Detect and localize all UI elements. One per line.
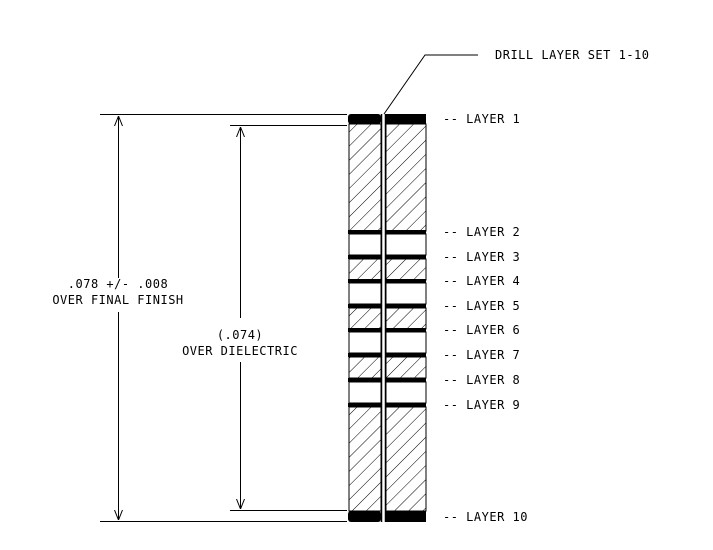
copper-layer-10 xyxy=(348,511,426,522)
overall-thickness-value: .078 +/- .008 xyxy=(68,277,168,291)
layer-label-3: -- LAYER 3 xyxy=(443,250,520,264)
hatched-core-top xyxy=(348,123,427,232)
copper-layer-1 xyxy=(348,114,426,124)
blank-2-3 xyxy=(348,233,427,256)
copper-layer-7 xyxy=(348,353,426,357)
drill-hole xyxy=(380,114,387,522)
layer-label-1: -- LAYER 1 xyxy=(443,112,520,126)
layer-label-10: -- LAYER 10 xyxy=(443,510,528,524)
dielectric-thickness-value: (.074) xyxy=(217,328,263,342)
drill-label: DRILL LAYER SET 1-10 xyxy=(495,48,650,62)
hatched-5-6 xyxy=(348,307,427,330)
blank-8-9 xyxy=(348,381,427,404)
hatched-core-bottom xyxy=(348,406,427,512)
copper-layer-8 xyxy=(348,378,426,382)
dielectric-regions xyxy=(348,123,427,512)
hatched-3-4 xyxy=(348,258,427,281)
layer-label-6: -- LAYER 6 xyxy=(443,323,520,337)
copper-layer-5 xyxy=(348,304,426,308)
hatched-7-8 xyxy=(348,356,427,379)
layer-label-9: -- LAYER 9 xyxy=(443,398,520,412)
overall-thickness-note: OVER FINAL FINISH xyxy=(52,293,183,307)
copper-layer-6 xyxy=(348,328,426,332)
copper-layer-3 xyxy=(348,255,426,259)
copper-layers xyxy=(348,114,426,522)
layer-label-4: -- LAYER 4 xyxy=(443,274,520,288)
copper-layer-4 xyxy=(348,279,426,283)
dielectric-thickness-note: OVER DIELECTRIC xyxy=(182,344,298,358)
blank-4-5 xyxy=(348,282,427,305)
drill-leader-line xyxy=(383,54,478,115)
copper-layer-9 xyxy=(348,403,426,407)
blank-6-7 xyxy=(348,331,427,354)
layer-label-7: -- LAYER 7 xyxy=(443,348,520,362)
layer-label-2: -- LAYER 2 xyxy=(443,225,520,239)
layer-label-5: -- LAYER 5 xyxy=(443,299,520,313)
layer-labels: -- LAYER 1 -- LAYER 2 -- LAYER 3 -- LAYE… xyxy=(443,112,528,524)
layer-label-8: -- LAYER 8 xyxy=(443,373,520,387)
copper-layer-2 xyxy=(348,230,426,234)
overall-dimension: .078 +/- .008 OVER FINAL FINISH xyxy=(52,114,347,522)
dielectric-dimension: (.074) OVER DIELECTRIC xyxy=(182,125,347,511)
